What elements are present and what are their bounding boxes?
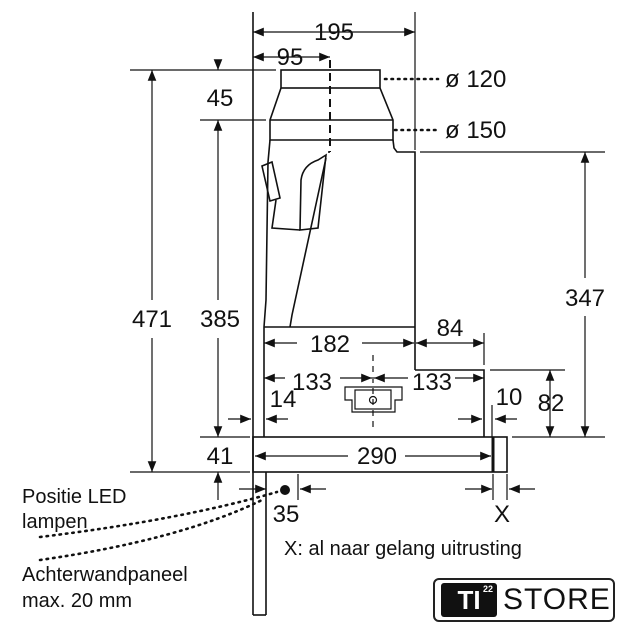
dim-14: 14 <box>270 386 297 413</box>
x-note: X: al naar gelang uitrusting <box>284 538 522 560</box>
dim-35: 35 <box>273 501 300 528</box>
dim-diameter-120: ø 120 <box>445 66 506 93</box>
dim-471: 471 <box>132 306 172 333</box>
led-label-line2: lampen <box>22 511 88 533</box>
dim-133-right: 133 <box>412 369 452 396</box>
dim-82: 82 <box>538 390 565 417</box>
dim-41: 41 <box>207 443 234 470</box>
dim-133-left: 133 <box>292 369 332 396</box>
logo-mark-text: TI <box>457 584 481 615</box>
led-position-icon <box>280 485 290 495</box>
dim-347: 347 <box>565 285 605 312</box>
logo-word: STORE <box>503 583 611 616</box>
dim-290: 290 <box>357 443 397 470</box>
dim-195: 195 <box>314 19 354 46</box>
panel-label-line2: max. 20 mm <box>22 590 133 612</box>
motor-unit-icon <box>344 355 403 430</box>
dim-385: 385 <box>200 306 240 333</box>
dim-95: 95 <box>277 44 304 71</box>
dim-45: 45 <box>207 85 234 112</box>
led-label-line1: Positie LED <box>22 486 127 508</box>
dim-x: X <box>494 501 510 528</box>
led-leader-line <box>38 490 279 539</box>
logo-superscript: 22 <box>482 584 493 594</box>
dim-10: 10 <box>496 384 523 411</box>
panel-label-line1: Achterwandpaneel <box>22 564 188 586</box>
dim-84: 84 <box>437 315 464 342</box>
dim-diameter-150: ø 150 <box>445 117 506 144</box>
dim-182: 182 <box>310 331 350 358</box>
hood-outline <box>252 60 508 473</box>
dimension-lines <box>130 27 605 500</box>
